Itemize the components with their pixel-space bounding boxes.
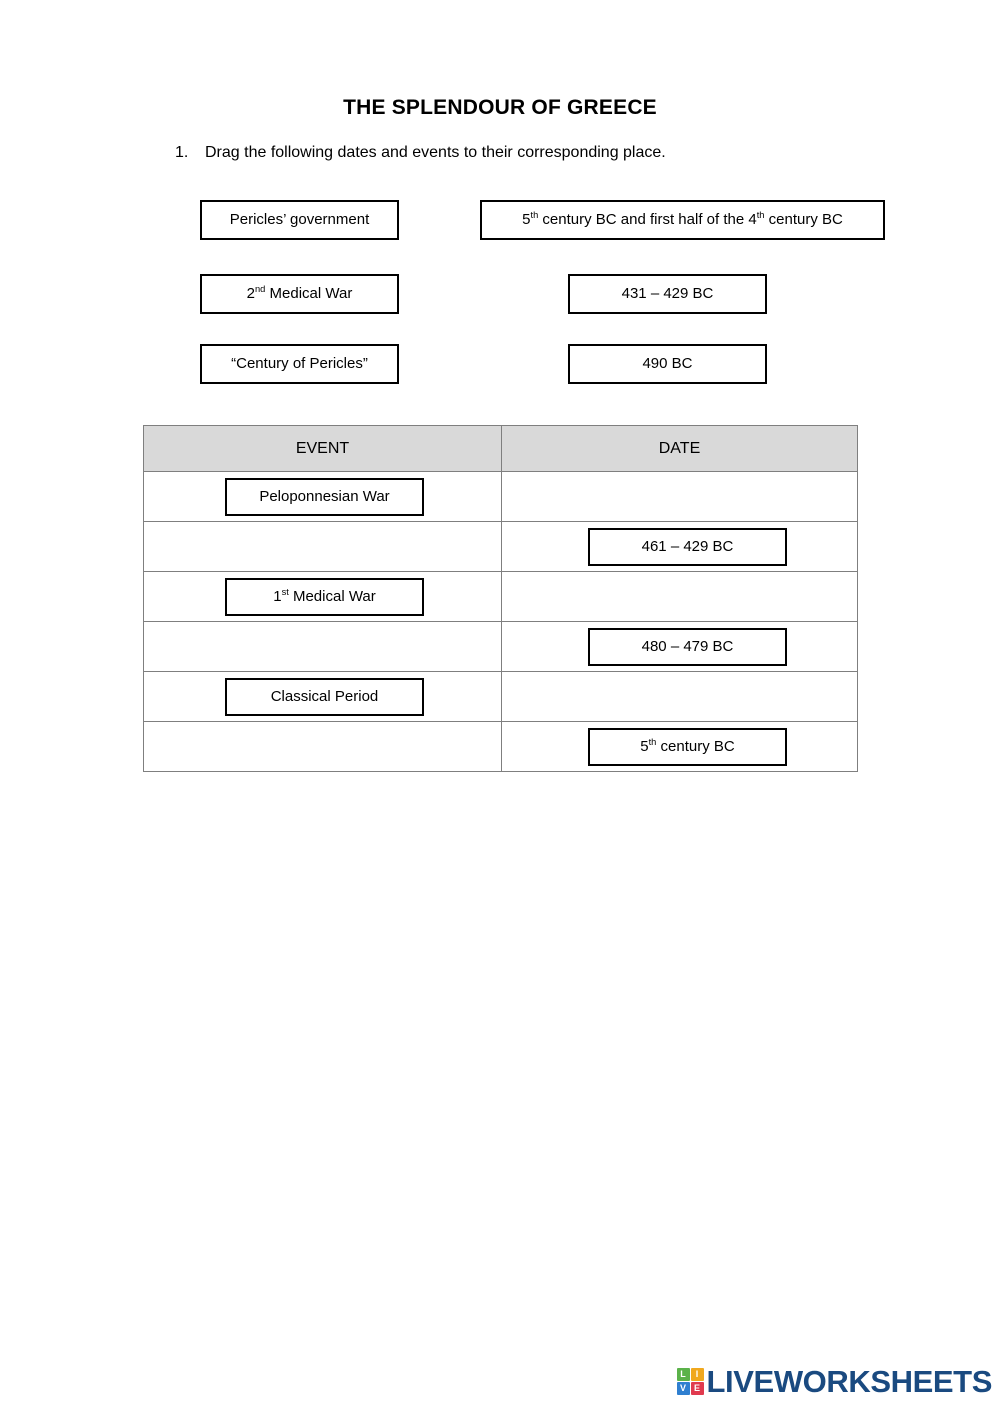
box-label: Classical Period [270, 688, 379, 705]
cell-event-dropzone[interactable] [143, 621, 502, 672]
filled-box-480-479-bc[interactable]: 480 – 479 BC [588, 627, 787, 666]
logo-wordmark: LIVEWORKSHEETS [706, 1364, 993, 1399]
table-row: Classical Period [143, 671, 858, 722]
cell-date-dropzone[interactable] [501, 671, 858, 722]
cell-event: Peloponnesian War [143, 471, 502, 522]
table-header-row: EVENT DATE [143, 425, 858, 472]
draggable-label: “Century of Pericles” [231, 355, 368, 372]
draggable-label: 2nd Medical War [246, 284, 353, 302]
instruction-number: 1. [175, 144, 189, 161]
instruction-line: 1. Drag the following dates and events t… [175, 144, 915, 162]
cell-date: 480 – 479 BC [501, 621, 858, 672]
liveworksheets-logo[interactable]: L I V E LIVEWORKSHEETS [676, 1364, 993, 1399]
column-header-date: DATE [501, 425, 858, 472]
draggable-label: 431 – 429 BC [621, 285, 714, 302]
column-header-event: EVENT [143, 425, 502, 472]
box-label: 5th century BC [640, 737, 735, 755]
draggable-event-century-of-pericles[interactable]: “Century of Pericles” [200, 344, 399, 384]
draggable-event-pericles-government[interactable]: Pericles’ government [200, 200, 399, 240]
draggable-event-2nd-medical-war[interactable]: 2nd Medical War [200, 274, 399, 314]
table-row: 480 – 479 BC [143, 621, 858, 672]
filled-box-461-429-bc[interactable]: 461 – 429 BC [588, 527, 787, 566]
draggable-date-5th-century-and-first-half-4th[interactable]: 5th century BC and first half of the 4th… [480, 200, 885, 240]
draggable-date-490-bc[interactable]: 490 BC [568, 344, 767, 384]
cell-date-dropzone[interactable] [501, 471, 858, 522]
cell-event: 1st Medical War [143, 571, 502, 622]
draggable-label: 5th century BC and first half of the 4th… [522, 210, 843, 228]
box-label: 480 – 479 BC [641, 638, 734, 655]
filled-box-classical-period[interactable]: Classical Period [225, 677, 424, 716]
draggable-label: Pericles’ government [229, 211, 370, 228]
draggable-label: 490 BC [642, 355, 693, 372]
filled-box-peloponnesian-war[interactable]: Peloponnesian War [225, 477, 424, 516]
table-row: 1st Medical War [143, 571, 858, 622]
logo-tile-i-icon: I [690, 1368, 704, 1381]
cell-event-dropzone[interactable] [143, 721, 502, 772]
event-date-table: EVENT DATE Peloponnesian War [143, 425, 858, 772]
logo-tile-l-icon: L [676, 1368, 690, 1381]
filled-box-1st-medical-war[interactable]: 1st Medical War [225, 577, 424, 616]
instruction-text: Drag the following dates and events to t… [205, 144, 666, 161]
cell-date: 461 – 429 BC [501, 521, 858, 572]
box-label: 461 – 429 BC [641, 538, 734, 555]
draggable-date-431-429-bc[interactable]: 431 – 429 BC [568, 274, 767, 314]
page-title: THE SPLENDOUR OF GREECE [343, 96, 657, 119]
logo-tile-v-icon: V [676, 1382, 690, 1395]
cell-date: 5th century BC [501, 721, 858, 772]
table-row: 5th century BC [143, 721, 858, 772]
box-label: Peloponnesian War [259, 488, 390, 505]
filled-box-5th-century-bc[interactable]: 5th century BC [588, 727, 787, 766]
logo-tiles: L I V E [676, 1368, 704, 1395]
table-row: Peloponnesian War [143, 471, 858, 522]
cell-date-dropzone[interactable] [501, 571, 858, 622]
box-label: 1st Medical War [273, 587, 376, 605]
cell-event: Classical Period [143, 671, 502, 722]
table-row: 461 – 429 BC [143, 521, 858, 572]
logo-tile-e-icon: E [690, 1382, 704, 1395]
cell-event-dropzone[interactable] [143, 521, 502, 572]
